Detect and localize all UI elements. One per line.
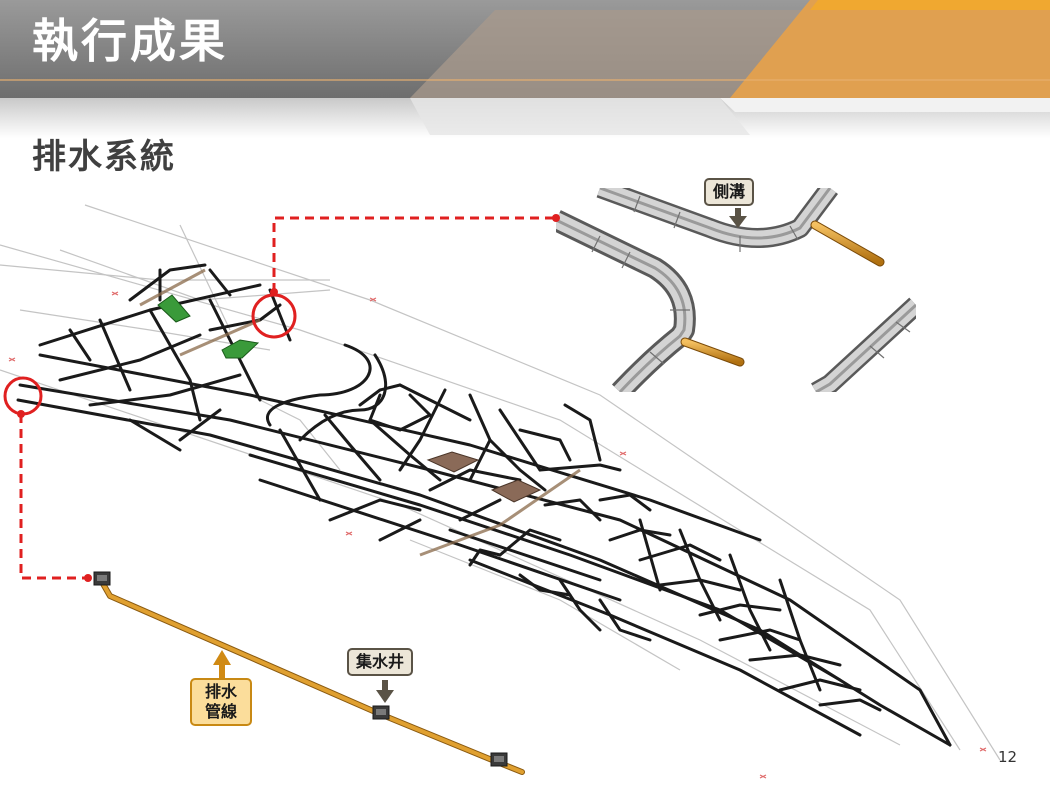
map-main-road-overlay [139,268,581,557]
drain-pipe-detail [93,571,525,775]
side-ditch-detail [556,188,916,392]
catch-basin-label: 集水井 [347,648,414,676]
catch-basin-icon [372,705,390,720]
drain-pipe-label-line1: 排水 [204,682,237,701]
map-park-area [221,339,260,359]
map-park-area [157,294,191,323]
map-small-markers [8,291,987,779]
header-background [0,0,1050,138]
page-title: 執行成果 [32,14,228,68]
city-drainage-map [0,204,1001,779]
map-road-drainage-lines [16,263,952,747]
catch-basin-icon [490,752,508,767]
detail-leader-lines [19,216,556,580]
map-building-block [426,451,480,473]
highlight-circle [3,376,43,416]
drain-pipe-label: 排水 管線 [190,678,252,726]
page-number: 12 [998,748,1018,766]
section-title: 排水系統 [32,137,176,177]
header-banner: 執行成果 [0,0,1050,140]
map-background-lines [0,204,1001,761]
leader-dot [270,288,278,296]
leader-dot [84,574,92,582]
leader-dot [17,410,25,418]
side-ditch-label: 側溝 [704,178,755,206]
drain-pipe-label-line2: 管線 [204,702,237,721]
map-building-block [490,479,542,503]
catch-basin-icon [93,571,111,586]
leader-dot [552,214,560,222]
